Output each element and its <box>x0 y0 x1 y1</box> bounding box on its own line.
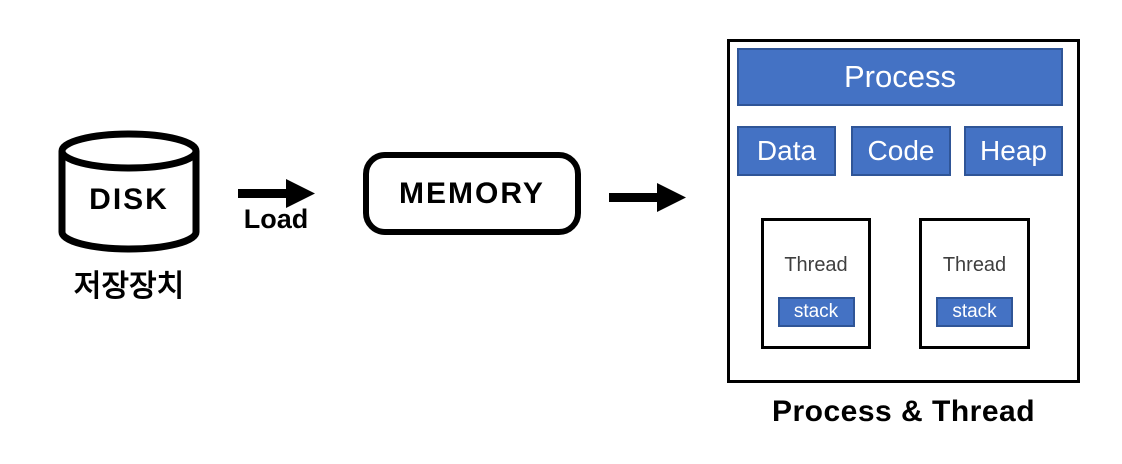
segment-heap: Heap <box>964 126 1063 176</box>
stack-box: stack <box>936 297 1013 327</box>
stack-box: stack <box>777 297 855 327</box>
disk-cylinder-icon <box>58 130 200 253</box>
disk-label: DISK <box>89 183 169 216</box>
thread-box-2: Thread stack <box>919 218 1030 349</box>
thread-label: Thread <box>784 254 848 276</box>
thread-label: Thread <box>942 254 1007 276</box>
thread-box-1: Thread stack <box>761 218 871 349</box>
disk-caption: 저장장치 <box>73 270 185 303</box>
segment-code: Code <box>851 126 951 176</box>
flow-arrow-icon <box>609 183 686 212</box>
segment-data: Data <box>737 126 836 176</box>
load-arrow-label: Load <box>243 204 309 234</box>
load-arrow-icon <box>238 179 315 208</box>
process-header: Process <box>737 48 1063 106</box>
process-container: Process Data Code Heap Thread stack Thre… <box>727 39 1080 383</box>
diagram-caption: Process & Thread <box>771 395 1036 428</box>
memory-node: MEMORY <box>363 152 581 235</box>
